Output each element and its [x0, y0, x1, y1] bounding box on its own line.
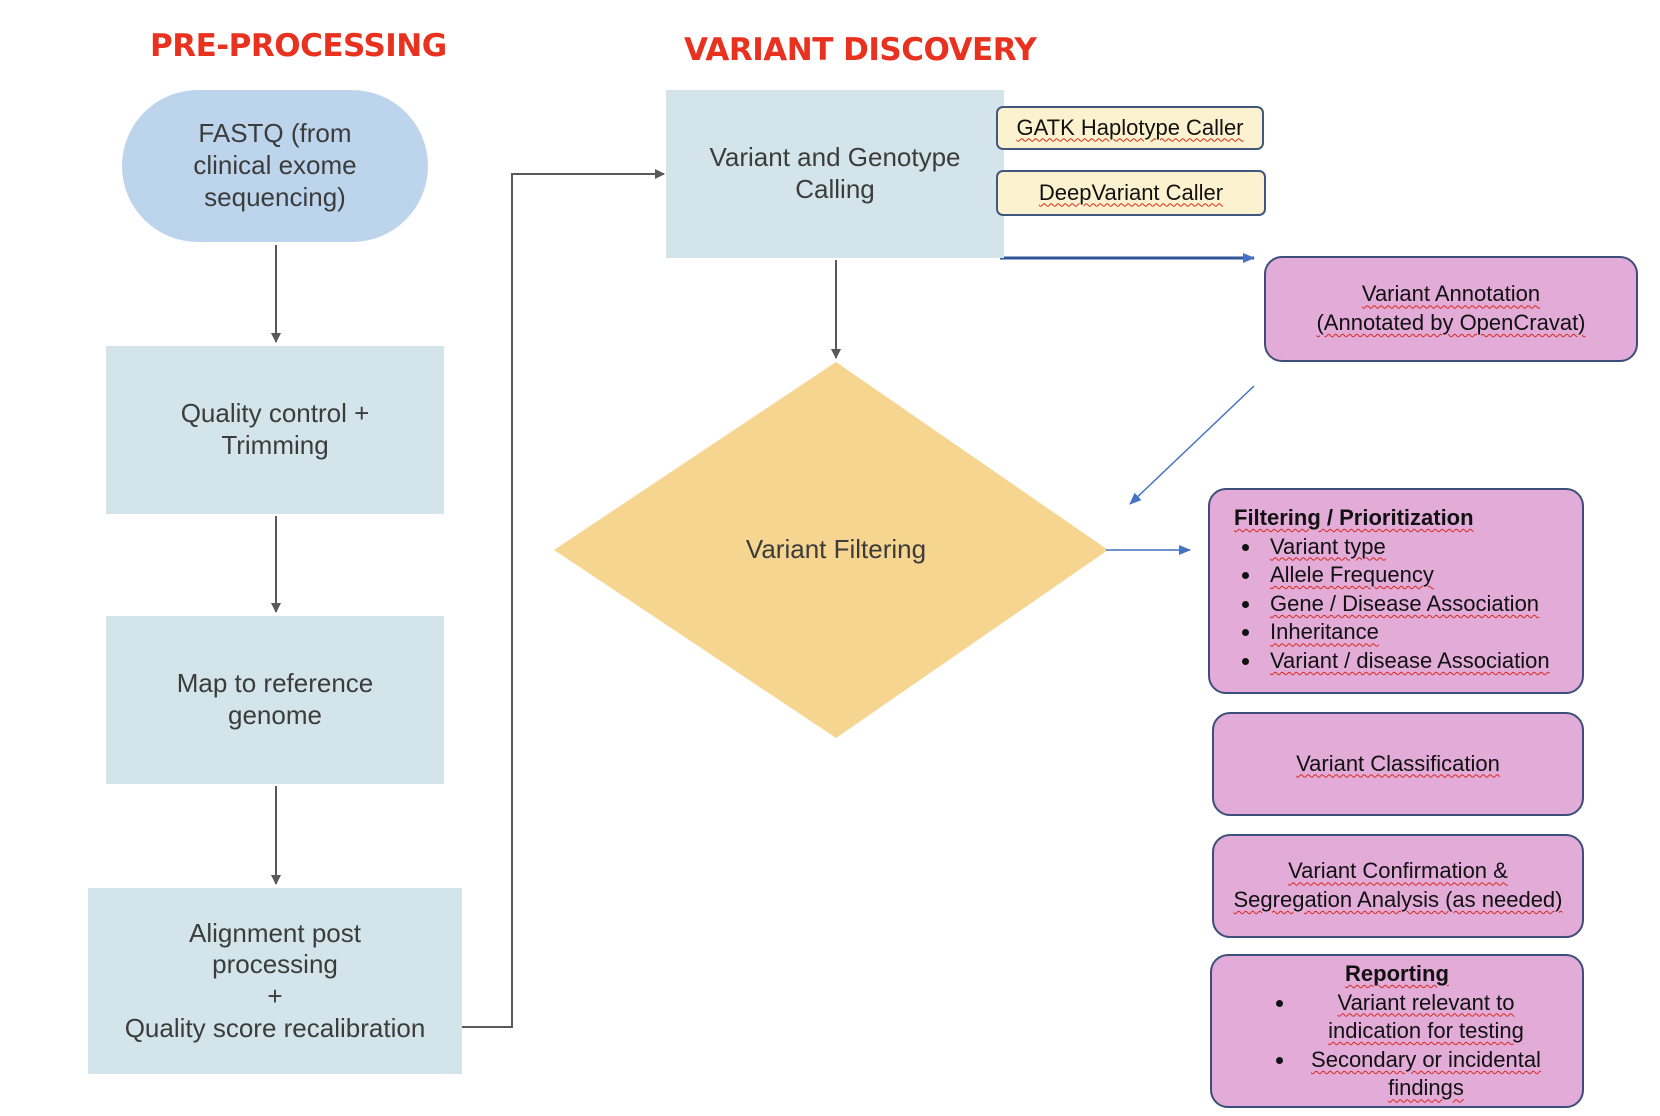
variant-annotation-box: Variant Annotation (Annotated by OpenCra… — [1264, 256, 1638, 362]
list-item: Variant / disease Association — [1262, 647, 1582, 676]
gatk-caller-label: GATK Haplotype Caller — [1016, 114, 1244, 140]
deepvariant-caller-label: DeepVariant Caller — [1038, 179, 1224, 205]
map-reference-label: Map to reference genome — [176, 668, 374, 730]
variant-annotation-title: Variant Annotation — [1361, 281, 1541, 307]
list-item: Gene / Disease Association — [1262, 590, 1582, 619]
quality-control-label: Quality control + Trimming — [180, 398, 370, 460]
reporting-list: Variant relevant to indication for testi… — [1226, 989, 1568, 1103]
list-item: Inheritance — [1262, 618, 1582, 647]
fastq-label: FASTQ (from clinical exome sequencing) — [193, 118, 357, 212]
variant-calling-label: Variant and Genotype Calling — [709, 142, 961, 204]
list-item: Allele Frequency — [1262, 561, 1582, 590]
filtering-prioritization-box: Filtering / Prioritization Variant type … — [1208, 488, 1584, 694]
filtering-criteria-list: Variant type Allele Frequency Gene / Dis… — [1234, 533, 1582, 676]
arrow-annotation-to-filtering — [1129, 385, 1255, 505]
alignment-post-processing-label: Alignment post processing + Quality scor… — [124, 917, 426, 1043]
variant-annotation-tool: (Annotated by OpenCravat) — [1316, 310, 1586, 335]
pre-processing-title: PRE-PROCESSING — [150, 28, 447, 64]
quality-control-node: Quality control + Trimming — [106, 346, 444, 514]
variant-calling-node: Variant and Genotype Calling — [666, 90, 1004, 258]
variant-discovery-title: VARIANT DISCOVERY — [684, 32, 1037, 68]
variant-confirmation-box: Variant Confirmation & Segregation Analy… — [1212, 834, 1584, 938]
variant-filtering-label: Variant Filtering — [745, 534, 927, 565]
variant-classification-box: Variant Classification — [1212, 712, 1584, 816]
reporting-title: Reporting — [1345, 961, 1449, 986]
variant-filtering-diamond — [554, 362, 1108, 738]
fastq-start-node: FASTQ (from clinical exome sequencing) — [122, 90, 428, 242]
arrow-align-to-calling — [462, 169, 665, 1028]
deepvariant-caller-box: DeepVariant Caller — [996, 170, 1266, 216]
reporting-box: Reporting Variant relevant to indication… — [1210, 954, 1584, 1108]
list-item: Variant relevant to indication for testi… — [1296, 989, 1548, 1046]
variant-classification-label: Variant Classification — [1296, 750, 1500, 776]
list-item: Variant type — [1262, 533, 1582, 562]
filtering-prioritization-title: Filtering / Prioritization — [1234, 505, 1474, 530]
map-reference-node: Map to reference genome — [106, 616, 444, 784]
gatk-caller-box: GATK Haplotype Caller — [996, 106, 1264, 150]
variant-confirmation-line1: Variant Confirmation & — [1288, 858, 1508, 884]
alignment-post-processing-node: Alignment post processing + Quality scor… — [88, 888, 462, 1074]
variant-confirmation-line2: Segregation Analysis (as needed) — [1233, 887, 1563, 912]
list-item: Secondary or incidental findings — [1296, 1046, 1548, 1103]
